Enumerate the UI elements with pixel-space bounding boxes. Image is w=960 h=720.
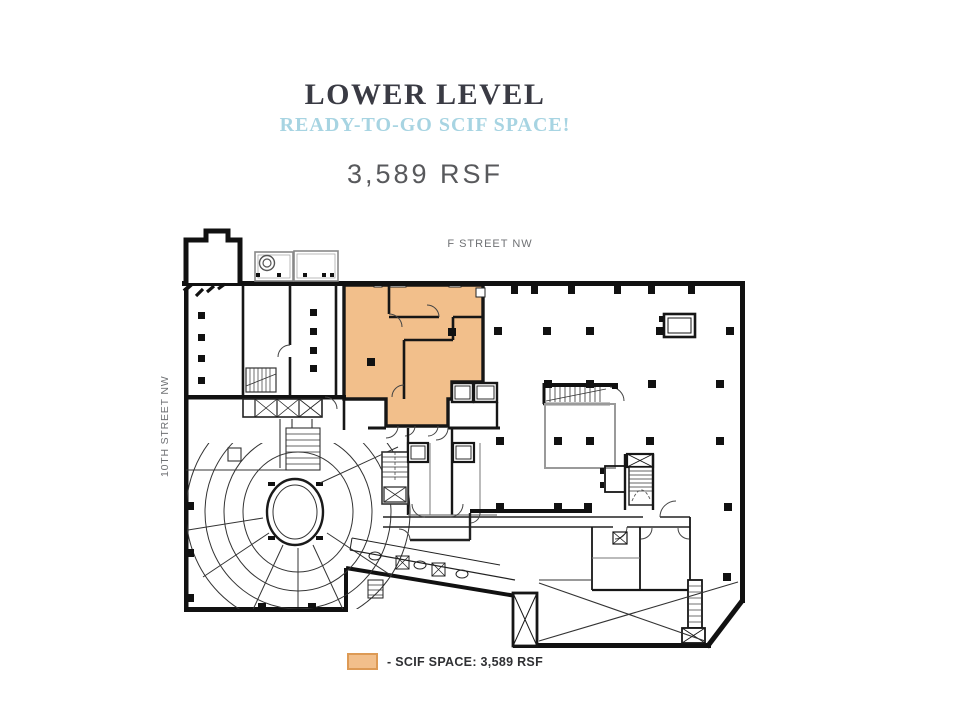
parking-ramp [187, 443, 411, 609]
left-rooms [184, 285, 346, 471]
vault-hatch-ticks [194, 282, 226, 298]
escalator-x-row [242, 398, 323, 418]
elevator-core [368, 381, 500, 516]
legend-label: - SCIF SPACE: 3,589 RSF [387, 654, 544, 669]
scif-area-shape [342, 283, 485, 428]
bottomright-rooms [591, 452, 706, 644]
page-title: LOWER LEVEL [304, 78, 546, 111]
corridor [383, 500, 690, 542]
stair-bottomright [623, 452, 655, 510]
elevator-topright [659, 312, 697, 339]
building-outline [182, 228, 745, 649]
scif-space [342, 281, 486, 437]
area-rsf: 3,589 RSF [346, 159, 504, 189]
scif-swatch [347, 653, 378, 670]
stair-core [381, 451, 409, 505]
stairwell-central [542, 383, 625, 469]
street-label-top: F STREET NW [447, 238, 533, 250]
restroom-fixtures [367, 551, 469, 599]
legend: - SCIF SPACE: 3,589 RSF [347, 653, 543, 670]
page-subtitle: READY-TO-GO SCIF SPACE! [279, 114, 571, 136]
scif-door-arcs [388, 304, 440, 437]
stair-mid [285, 427, 321, 471]
elevators-mid [450, 381, 499, 404]
elevator-cabs [406, 441, 476, 464]
areaways [254, 250, 339, 282]
legend-swatch [347, 653, 378, 670]
big-x-area [538, 579, 739, 642]
header: LOWER LEVEL READY-TO-GO SCIF SPACE! 3,58… [145, 78, 705, 190]
structural-columns [188, 286, 734, 608]
x-shaft [511, 591, 539, 648]
restroom-corridor [349, 537, 516, 599]
drain-circle [258, 254, 276, 272]
stair-left [245, 367, 277, 393]
